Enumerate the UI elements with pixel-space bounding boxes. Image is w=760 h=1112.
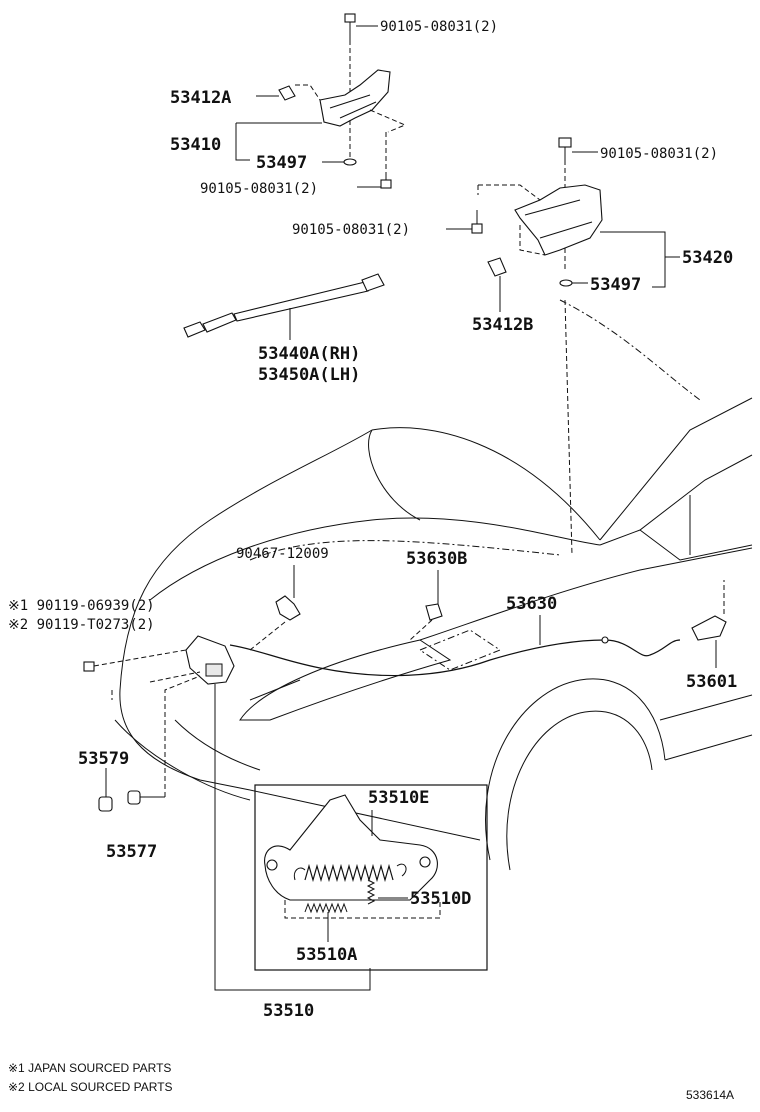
hinge-lh-icon xyxy=(319,69,391,127)
vehicle-outline xyxy=(114,299,753,871)
label-spring-e: 53510E xyxy=(368,788,429,808)
washer-icon xyxy=(343,158,357,166)
label-hinge-lh: 53410 xyxy=(170,135,221,155)
bracket-b-icon xyxy=(487,257,507,277)
rh-hinge-group xyxy=(446,137,680,556)
note-japan: ※1 JAPAN SOURCED PARTS xyxy=(8,1061,171,1075)
label-spring-d: 53510D xyxy=(410,889,471,909)
label-cable: 53630 xyxy=(506,594,557,614)
lock-plate-icon xyxy=(264,794,438,901)
label-cushion-b: 53577 xyxy=(106,842,157,862)
release-lever-icon xyxy=(691,615,727,641)
spring-a-icon xyxy=(304,902,348,914)
figure-id: 533614A xyxy=(686,1088,734,1102)
note-local: ※2 LOCAL SOURCED PARTS xyxy=(8,1080,173,1094)
hood-lock-cable xyxy=(83,565,727,991)
label-bolt-rh-side: 90105-08031(2) xyxy=(292,222,410,238)
label-washer-lh: 53497 xyxy=(256,153,307,173)
label-clamp: 90467-12009 xyxy=(236,546,329,562)
label-support-lh: 53450A(LH) xyxy=(258,365,360,385)
cushion-icon xyxy=(98,796,113,812)
clip-icon xyxy=(425,603,443,621)
label-cushion-a: 53579 xyxy=(78,749,129,769)
label-bracket-b: 53412B xyxy=(472,315,533,335)
label-washer-rh: 53497 xyxy=(590,275,641,295)
hood-support-rod xyxy=(183,273,385,340)
label-clip: 53630B xyxy=(406,549,467,569)
label-support-rh: 53440A(RH) xyxy=(258,344,360,364)
lh-hinge-group xyxy=(235,13,407,189)
label-spring-a: 53510A xyxy=(296,945,357,965)
label-bolt-lh-bottom: 90105-08031(2) xyxy=(200,181,318,197)
label-hinge-rh: 53420 xyxy=(682,248,733,268)
label-bolt-top: 90105-08031(2) xyxy=(380,19,498,35)
label-lever: 53601 xyxy=(686,672,737,692)
lock-detail-inset xyxy=(254,784,488,971)
spring-d-icon xyxy=(366,879,376,905)
label-bolt-jp: ※1 90119-06939(2) xyxy=(8,598,155,614)
part-labels: 90105-08031(2) 53412A 53410 53497 90105-… xyxy=(8,19,737,1021)
label-bracket-a: 53412A xyxy=(170,88,231,108)
label-lock: 53510 xyxy=(263,1001,314,1021)
label-bolt-rh-top: 90105-08031(2) xyxy=(600,146,718,162)
bolt-icon xyxy=(344,13,356,23)
clamp-icon xyxy=(275,595,301,621)
hood-lock-icon xyxy=(185,635,235,685)
hinge-rh-icon xyxy=(514,184,603,256)
label-bolt-local: ※2 90119-T0273(2) xyxy=(8,617,155,633)
bracket-a-icon xyxy=(278,85,296,101)
footnotes: ※1 JAPAN SOURCED PARTS ※2 LOCAL SOURCED … xyxy=(8,1061,734,1102)
spring-e-icon xyxy=(304,863,394,883)
cable-line xyxy=(229,639,681,677)
